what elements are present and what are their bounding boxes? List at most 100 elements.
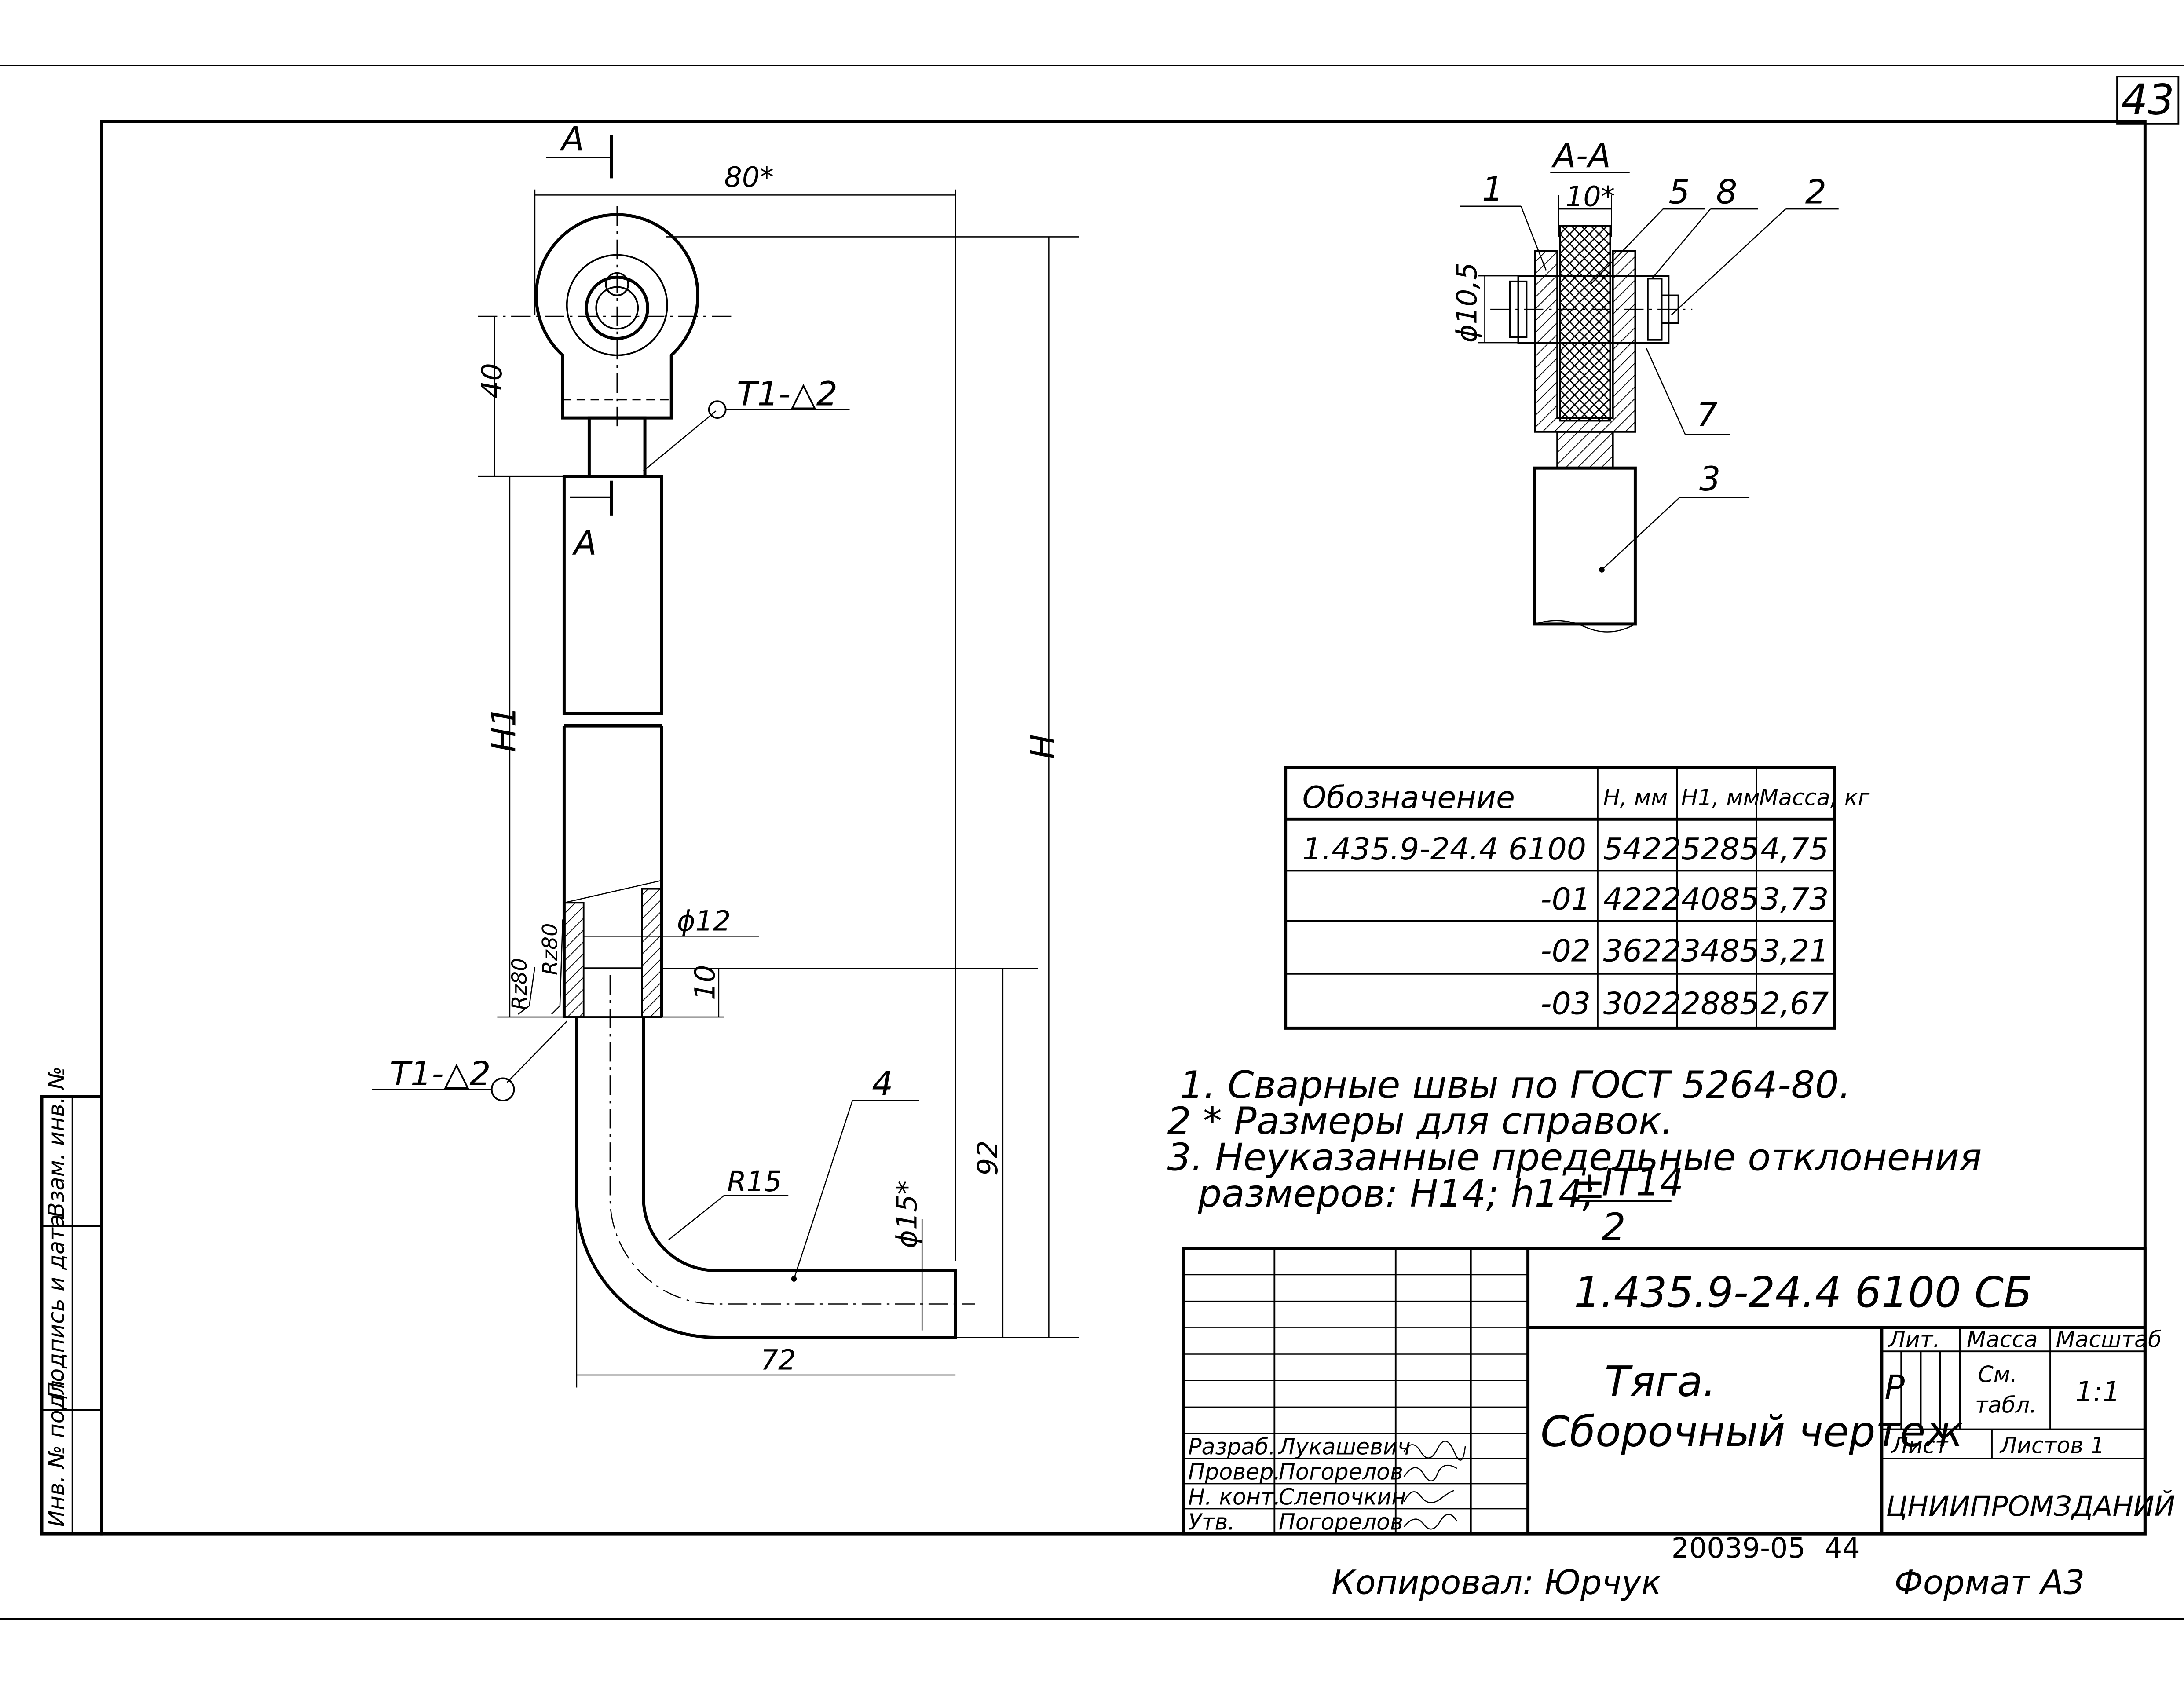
- th-designation: Обозначение: [1302, 780, 1515, 816]
- dim-10: 10: [688, 965, 721, 1000]
- role-3: Н. конт.: [1188, 1484, 1281, 1510]
- th-mass: Масса, кг: [1759, 785, 1869, 811]
- scale-value: 1:1: [2075, 1375, 2120, 1408]
- row3-h1: 3485: [1681, 933, 1759, 969]
- role-4: Утв.: [1188, 1509, 1235, 1535]
- eye-head: [478, 206, 732, 432]
- weld-lower: T1-△2: [372, 1020, 567, 1101]
- dim-lower: 92: [971, 968, 1004, 1338]
- leader-pos-8: 8: [1651, 172, 1758, 279]
- format: Формат А3: [1894, 1562, 2085, 1602]
- leader-pos-4: 4: [791, 1064, 919, 1282]
- pos-7: 7: [1697, 395, 1718, 434]
- name-4: Погорелов: [1279, 1509, 1403, 1535]
- archive-no: 20039-05: [1672, 1532, 1806, 1564]
- row2-h: 4222: [1603, 881, 1681, 917]
- dim-h1-label: H1: [484, 706, 523, 753]
- pos-8: 8: [1716, 172, 1737, 211]
- dim-width: 80*: [534, 161, 956, 1261]
- doc-name-2: Сборочный чертеж: [1540, 1408, 1963, 1456]
- dim-eye: 40: [476, 316, 564, 477]
- section-cut-top: А: [546, 119, 613, 179]
- mass-value-2: табл.: [1975, 1392, 2037, 1418]
- dim-pin-dia: ϕ10,5: [1450, 262, 1483, 343]
- row4-h: 3022: [1603, 986, 1681, 1022]
- sheet-label: Лист: [1891, 1432, 1949, 1458]
- copied-by: Копировал: Юрчук: [1332, 1562, 1661, 1602]
- sheet-number: 43: [2121, 76, 2174, 124]
- name-3: Слепочкин: [1279, 1484, 1406, 1510]
- dim-phi15: ϕ15*: [891, 1181, 923, 1248]
- lit-value: Р: [1884, 1368, 1905, 1407]
- dim-92: 92: [971, 1141, 1004, 1176]
- dim-tube-dia: ϕ12: [583, 905, 759, 937]
- roughness-marks: Rz80 Rz80: [508, 919, 563, 1015]
- section-view: А-А 10* ϕ10,5 1 5: [1450, 136, 1839, 633]
- stamp-vzam-inv: Взам. инв. №: [44, 1066, 70, 1218]
- dim-phi12: ϕ12: [677, 905, 731, 937]
- leader-pos-1: 1: [1460, 169, 1547, 271]
- leader-pos-3: 3: [1601, 459, 1750, 571]
- dim-radius: R15: [668, 1165, 789, 1240]
- row1-h1: 5285: [1681, 831, 1759, 867]
- doc-name-1: Тяга.: [1605, 1358, 1716, 1406]
- note-2: 2 * Размеры для справок.: [1167, 1100, 1673, 1143]
- leader-pos-7: 7: [1646, 348, 1730, 435]
- row2-code: -01: [1540, 881, 1591, 917]
- dim-leg: 72: [576, 1198, 956, 1388]
- row1-code: 1.435.9-24.4 6100: [1302, 831, 1586, 867]
- row4-mass: 2,67: [1760, 986, 1829, 1022]
- signatures: [1403, 1441, 1466, 1530]
- page-no: 44: [1825, 1532, 1860, 1564]
- dim-pin-width: 10*: [1566, 180, 1615, 213]
- sheet-frame: 43: [0, 64, 2184, 1620]
- doc-code: 1.435.9-24.4 6100 СБ: [1574, 1269, 2032, 1317]
- section-mark-top: А: [559, 119, 584, 158]
- footer: Копировал: Юрчук 20039-05 44 Формат А3: [1332, 1532, 2085, 1602]
- row4-h1: 2885: [1681, 986, 1759, 1022]
- pos-2: 2: [1805, 172, 1826, 211]
- dim-72: 72: [761, 1343, 796, 1376]
- dim-h1: H1: [484, 476, 564, 1018]
- bent-rod: [575, 975, 975, 1339]
- weld-label-lower: T1-△2: [390, 1054, 491, 1093]
- organization: ЦНИИПРОМЗДАНИЙ: [1886, 1489, 2175, 1522]
- variants-table: Обозначение H, мм H1, мм Масса, кг 1.435…: [1284, 766, 1869, 1030]
- note-3-num: IT14: [1602, 1161, 1683, 1204]
- mass-label: Масса: [1967, 1327, 2038, 1353]
- leader-pos-5: 5: [1590, 172, 1705, 285]
- dim-r15: R15: [727, 1165, 782, 1198]
- role-1: Разраб.: [1188, 1434, 1276, 1460]
- row3-mass: 3,21: [1760, 933, 1829, 969]
- leader-pos-2: 2: [1671, 172, 1839, 315]
- name-2: Погорелов: [1279, 1459, 1403, 1485]
- note-3a: 3. Неуказанные предельные отклонения: [1167, 1136, 1982, 1179]
- tube-upper: [562, 475, 663, 715]
- name-1: Лукашевич: [1278, 1434, 1411, 1460]
- row3-h: 3622: [1603, 933, 1681, 969]
- main-view: А А: [372, 119, 1080, 1388]
- role-2: Провер.: [1188, 1459, 1280, 1485]
- row1-mass: 4,75: [1760, 831, 1829, 867]
- row3-code: -02: [1540, 933, 1591, 969]
- mass-value-1: См.: [1978, 1361, 2017, 1387]
- section-title: А-А: [1551, 136, 1611, 175]
- rough-rz80-a: Rz80: [538, 923, 563, 975]
- pos-3: 3: [1699, 459, 1720, 498]
- scale-label: Масштаб: [2056, 1327, 2162, 1353]
- section-mark-bottom: А: [572, 523, 597, 563]
- weld-upper: T1-△2: [643, 374, 850, 472]
- th-h1: H1, мм: [1681, 785, 1760, 811]
- note-3b: размеров: H14; h14;: [1197, 1172, 1595, 1216]
- pos-4: 4: [872, 1064, 893, 1103]
- sheets-label: Листов 1: [1999, 1432, 2105, 1458]
- dim-h: H: [666, 236, 1080, 1338]
- stamp-signature-date: Подпись и дата: [44, 1214, 70, 1399]
- weld-label-upper: T1-△2: [737, 374, 838, 413]
- tube-lower: [562, 724, 663, 1018]
- lit-label: Лит.: [1888, 1327, 1940, 1353]
- row2-h1: 4085: [1681, 881, 1759, 917]
- dim-rod-dia: ϕ15*: [891, 1181, 923, 1331]
